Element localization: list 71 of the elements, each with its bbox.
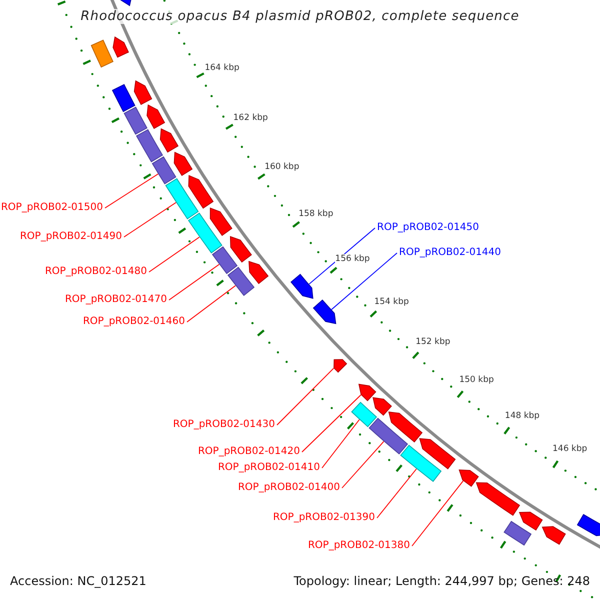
leader-line bbox=[331, 252, 398, 310]
gene-label: ROP_pROB02-01470 bbox=[64, 294, 167, 306]
gene-block bbox=[124, 106, 148, 135]
gene-label: ROP_pROB02-01450 bbox=[377, 222, 480, 234]
gene-block bbox=[504, 520, 532, 546]
gene-label: ROP_pROB02-01430 bbox=[172, 419, 275, 431]
gene-label: ROP_pROB02-01440 bbox=[399, 247, 502, 259]
gene-feature bbox=[290, 274, 314, 299]
gene-label: ROP_pROB02-01460 bbox=[82, 316, 185, 328]
gene-feature bbox=[372, 397, 392, 416]
leader-line bbox=[124, 202, 176, 238]
gene-feature bbox=[334, 359, 347, 373]
leader-line bbox=[342, 441, 384, 488]
gene-label: ROP_pROB02-01380 bbox=[308, 540, 410, 552]
gene-feature bbox=[112, 36, 129, 58]
tick-label: 146 kbp bbox=[552, 444, 588, 454]
gene-feature bbox=[146, 104, 165, 129]
gene-block bbox=[368, 418, 408, 454]
gene-feature bbox=[313, 300, 336, 324]
leader-line bbox=[104, 174, 158, 208]
gene-label: ROP_pROB02-01420 bbox=[198, 446, 300, 458]
tick-label: 158 kbp bbox=[298, 208, 334, 219]
tick-label: 156 kbp bbox=[335, 254, 370, 264]
gene-block bbox=[400, 444, 442, 482]
gene-feature bbox=[519, 512, 543, 530]
gene-feature bbox=[248, 261, 268, 284]
gene-block bbox=[188, 212, 222, 254]
gene-feature bbox=[577, 514, 600, 536]
gene-feature bbox=[188, 175, 214, 209]
leader-line bbox=[186, 285, 236, 322]
tick-label: 164 kbp bbox=[204, 62, 240, 73]
gene-block bbox=[152, 156, 176, 184]
gene-block bbox=[212, 246, 238, 274]
gene-feature bbox=[542, 526, 566, 545]
gene-feature bbox=[160, 128, 178, 153]
leader-line bbox=[376, 468, 417, 518]
leader-line bbox=[148, 236, 200, 272]
tick-label: 148 kbp bbox=[504, 410, 540, 421]
leader-line bbox=[276, 368, 334, 426]
gene-label: ROP_pROB02-01390 bbox=[272, 512, 375, 524]
footer-text: Topology: linear; Length: 244,997 bp; Genes: 248 bbox=[294, 574, 590, 588]
gene-block bbox=[351, 402, 377, 428]
gene-label: ROP_pROB02-01480 bbox=[44, 266, 147, 278]
leader-line bbox=[168, 264, 220, 300]
tick-label: 160 kbp bbox=[264, 162, 300, 172]
gene-feature bbox=[174, 152, 192, 176]
gene-block bbox=[165, 178, 199, 220]
footer-text: Accession: NC_012521 bbox=[10, 574, 146, 588]
gene-label: ROP_pROB02-01500 bbox=[0, 202, 103, 214]
gene-feature bbox=[210, 208, 232, 236]
gene-block bbox=[228, 266, 254, 296]
tick-label: 162 kbp bbox=[233, 113, 268, 124]
leader-line bbox=[412, 480, 464, 546]
gene-feature bbox=[358, 384, 376, 402]
gene-feature bbox=[458, 470, 479, 487]
gene-block bbox=[112, 84, 136, 112]
leader-line bbox=[322, 419, 360, 468]
gene-label: ROP_pROB02-01410 bbox=[218, 462, 320, 474]
gene-block bbox=[136, 129, 163, 162]
gene-feature bbox=[388, 412, 422, 442]
gene-block bbox=[90, 40, 114, 68]
tick-label: 152 kbp bbox=[416, 337, 450, 348]
gene-feature bbox=[230, 236, 252, 262]
gene-feature bbox=[476, 482, 520, 516]
gene-feature bbox=[134, 80, 152, 105]
gene-label: ROP_pROB02-01490 bbox=[20, 231, 122, 243]
tick-label: 150 kbp bbox=[459, 375, 494, 386]
gene-feature bbox=[419, 438, 456, 470]
leader-line bbox=[302, 394, 362, 452]
tick-label: 154 kbp bbox=[374, 296, 409, 307]
gene-label: ROP_pROB02-01400 bbox=[238, 482, 340, 494]
